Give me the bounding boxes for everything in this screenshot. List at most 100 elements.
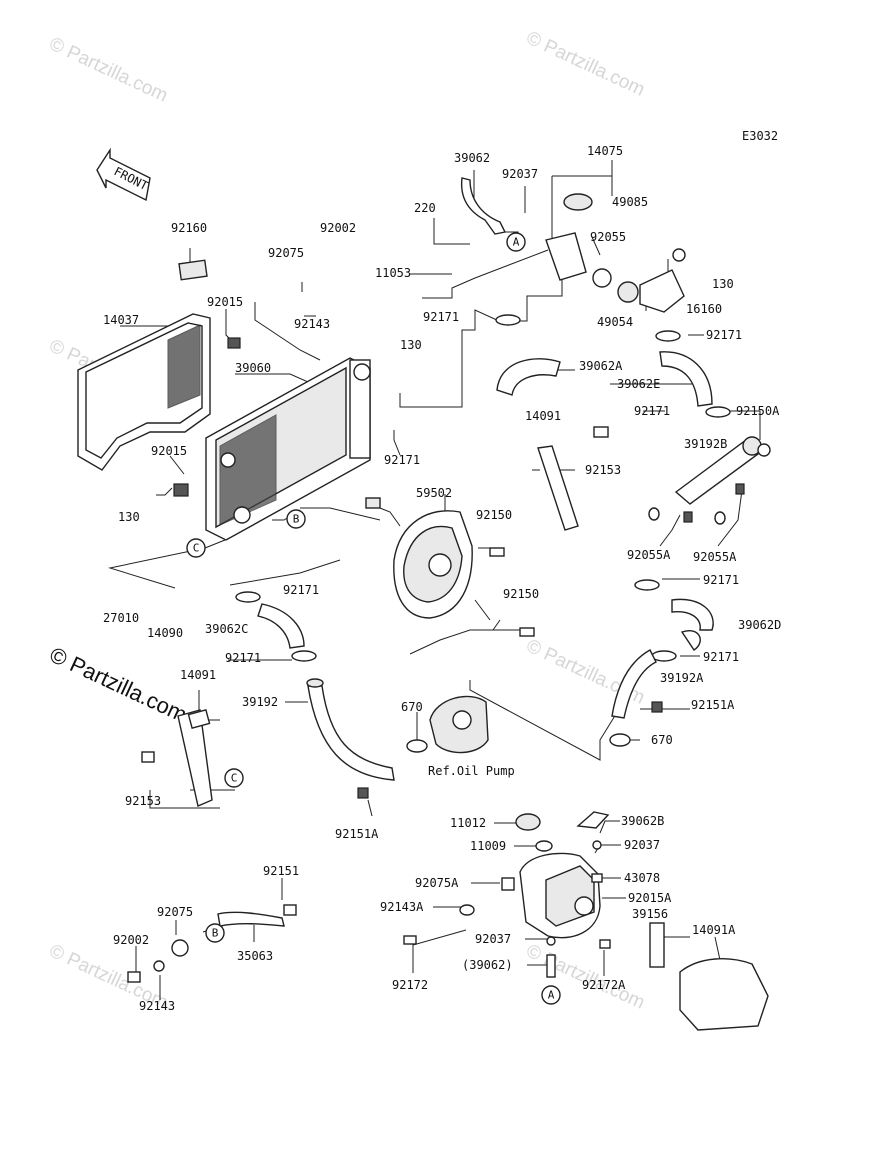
svg-text:B: B	[212, 927, 219, 940]
svg-text:A: A	[513, 236, 520, 249]
part-number: 11012	[450, 816, 486, 830]
part-number: 92015	[207, 295, 243, 309]
part-number: 92160	[171, 221, 207, 235]
part-number: 92002	[320, 221, 356, 235]
part-number: 92015A	[628, 891, 672, 905]
callout-c	[224, 768, 244, 788]
part-number: (39062)	[462, 958, 513, 972]
part-number: 670	[651, 733, 673, 747]
part-number: 92075	[157, 905, 193, 919]
part-number: 130	[400, 338, 422, 352]
part-number: 92171	[423, 310, 459, 324]
part-number: 92171	[703, 650, 739, 664]
radiator-core	[173, 337, 371, 541]
part-number: 14091	[525, 409, 561, 423]
part-number: 92055	[590, 230, 626, 244]
pipe-35063	[217, 911, 285, 927]
part-labels: 39062 92037 14075 49085 220 92055 11053 …	[103, 144, 781, 1013]
svg-text:B: B	[293, 513, 300, 526]
callouts: A B C C B A	[186, 232, 561, 1005]
part-number: 92055A	[627, 548, 671, 562]
part-number: 14091	[180, 668, 216, 682]
part-number: 49054	[597, 315, 633, 329]
hose-39062	[460, 177, 507, 235]
part-number: 92143	[294, 317, 330, 331]
part-number: 92172A	[582, 978, 626, 992]
part-number: 39192A	[660, 671, 704, 685]
hose-39062e	[659, 351, 713, 407]
part-number: 11053	[375, 266, 411, 280]
part-number: 92150A	[736, 404, 780, 418]
part-number: 92150	[503, 587, 539, 601]
parts-artwork	[77, 177, 771, 1031]
diagram-code: E3032	[742, 129, 778, 143]
callout-a	[541, 985, 561, 1005]
radiator-cap	[563, 193, 593, 211]
watermark-dark: © Partzilla.com	[46, 642, 191, 727]
part-number: 130	[118, 510, 140, 524]
callout-b	[205, 923, 225, 943]
part-number: 92151A	[691, 698, 735, 712]
part-number: 92037	[475, 932, 511, 946]
hose-39062a	[496, 358, 561, 396]
part-number: 92171	[283, 583, 319, 597]
bracket-14091	[537, 445, 579, 531]
radiator-guard	[77, 259, 211, 471]
part-number: 39060	[235, 361, 271, 375]
part-number: 59502	[416, 486, 452, 500]
part-number: 39062A	[579, 359, 623, 373]
part-number: 39062D	[738, 618, 781, 632]
part-number: 39062B	[621, 814, 664, 828]
part-number: 92153	[125, 794, 161, 808]
part-number: 92151	[263, 864, 299, 878]
callout-a	[506, 232, 526, 252]
callout-c	[186, 538, 206, 558]
side-cover-14091a	[679, 958, 769, 1031]
part-number: 92143	[139, 999, 175, 1013]
part-number: 92151A	[335, 827, 379, 841]
part-number: 92171	[384, 453, 420, 467]
part-number: 92002	[113, 933, 149, 947]
part-number: 92075A	[415, 876, 459, 890]
fan-assembly	[365, 497, 535, 637]
part-number: 670	[401, 700, 423, 714]
part-number: 35063	[237, 949, 273, 963]
part-number: 92037	[624, 838, 660, 852]
callout-b	[286, 509, 306, 529]
part-number: 27010	[103, 611, 139, 625]
svg-text:C: C	[193, 542, 200, 555]
pipe-39192	[307, 685, 395, 781]
part-number: 16160	[686, 302, 722, 316]
o-ring	[592, 268, 612, 288]
bracket-14091-lower	[177, 709, 213, 807]
pipe-39192b	[674, 439, 760, 505]
part-number: 92171	[634, 404, 670, 418]
part-number: 39192B	[684, 437, 727, 451]
part-number: 39156	[632, 907, 668, 921]
svg-text:A: A	[548, 989, 555, 1002]
part-number: 92172	[392, 978, 428, 992]
pipe-39192a	[611, 649, 657, 719]
ref-note: Ref.Oil Pump	[428, 764, 515, 778]
hose-39062d	[671, 598, 714, 631]
part-number: 43078	[624, 871, 660, 885]
part-number: 92037	[502, 167, 538, 181]
part-number: 14091A	[692, 923, 736, 937]
part-number: 220	[414, 201, 436, 215]
svg-text:C: C	[231, 772, 238, 785]
hose-39062c	[257, 603, 305, 649]
part-number: 11009	[470, 839, 506, 853]
part-number: 49085	[612, 195, 648, 209]
part-number: 92143A	[380, 900, 424, 914]
part-number: 92153	[585, 463, 621, 477]
part-number: 92150	[476, 508, 512, 522]
part-number: 39062C	[205, 622, 248, 636]
part-number: 39062E	[617, 377, 660, 391]
part-number: 92015	[151, 444, 187, 458]
reservoir-tank	[403, 811, 611, 978]
part-number: 14090	[147, 626, 183, 640]
part-number: 39192	[242, 695, 278, 709]
front-arrow: FRONT	[96, 147, 151, 202]
watermark: © Partzilla.com	[46, 33, 171, 106]
